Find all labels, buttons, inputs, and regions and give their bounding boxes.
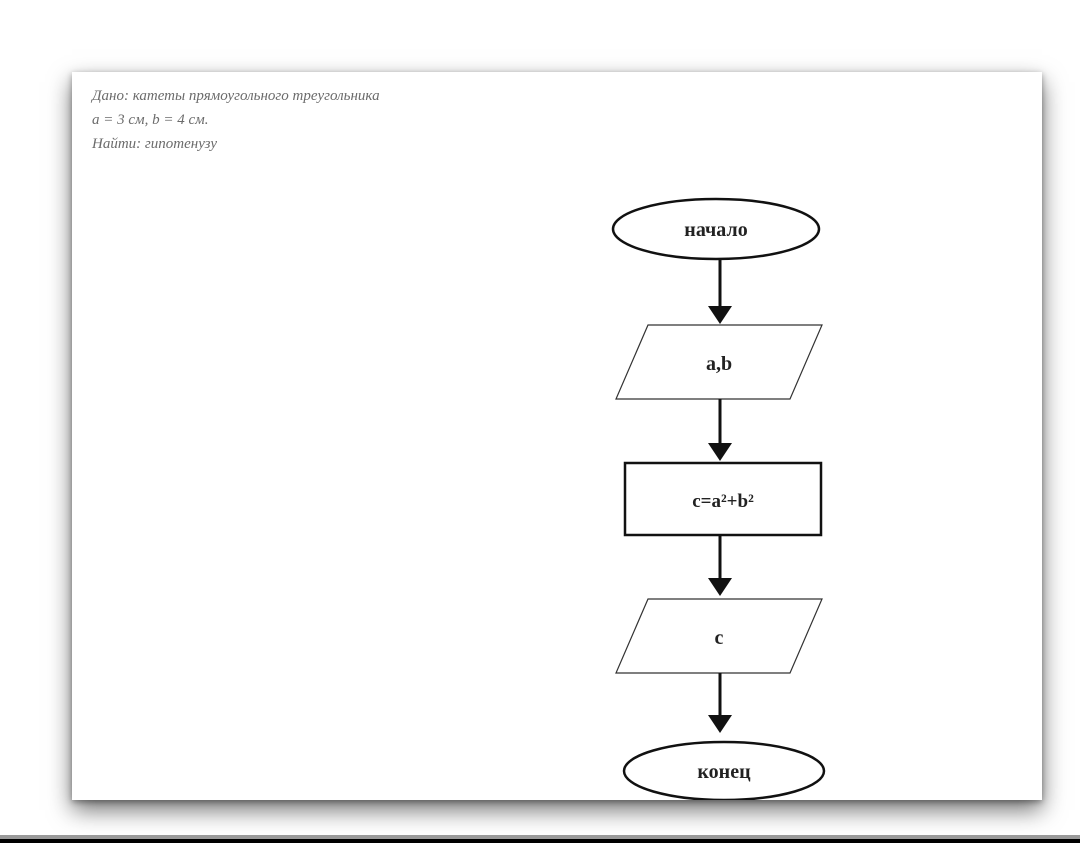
arrow-process-to-output: [708, 535, 732, 596]
bottom-divider-shadow: [0, 835, 1080, 839]
end-label: конец: [697, 761, 751, 783]
arrow-output-to-end: [708, 673, 732, 733]
find-line: Найти: гипотенузу: [92, 136, 218, 152]
start-label: начало: [684, 219, 747, 241]
process-block: c=a²+b²: [623, 461, 823, 537]
process-label: c=a²+b²: [692, 491, 754, 512]
output-label: c: [715, 627, 724, 649]
flowchart: начало a,b c=a²+b²: [611, 197, 826, 800]
problem-statement: Дано: катеты прямоугольного треугольника…: [92, 84, 380, 156]
arrow-start-to-input: [708, 259, 732, 324]
bottom-divider: [0, 839, 1080, 843]
given-line: Дано: катеты прямоугольного треугольника: [92, 88, 380, 104]
output-block: c: [615, 598, 823, 674]
input-block: a,b: [615, 324, 823, 400]
given-values: a = 3 см, b = 4 см.: [92, 112, 209, 128]
document-page: Дано: катеты прямоугольного треугольника…: [72, 72, 1042, 800]
arrow-input-to-process: [708, 399, 732, 461]
start-terminator: начало: [611, 197, 821, 261]
end-terminator: конец: [622, 740, 826, 800]
input-label: a,b: [706, 353, 732, 375]
